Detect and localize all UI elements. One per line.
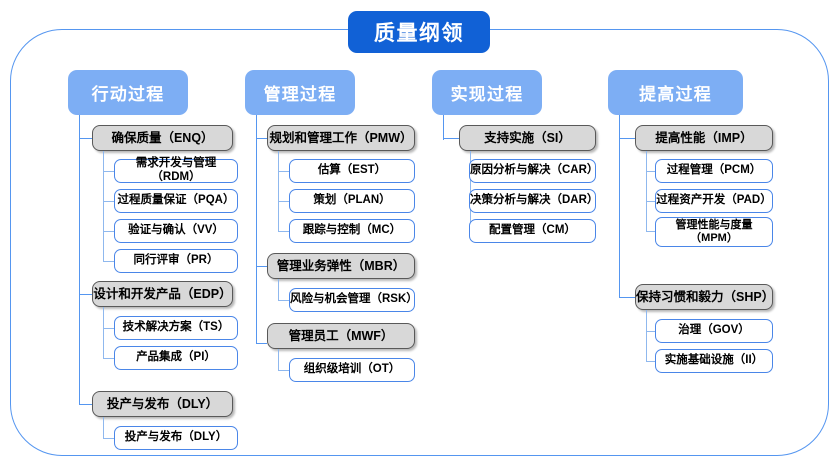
- connector-stub-0-0-3: [103, 261, 114, 263]
- connector-stub-0-0-0: [103, 171, 114, 173]
- leaf-box-3-1-1[interactable]: 实施基础设施（II）: [655, 349, 773, 373]
- connector-stub-3-1-0: [646, 331, 657, 333]
- leaf-box-3-1-0[interactable]: 治理（GOV）: [655, 319, 773, 343]
- leaf-box-1-0-2[interactable]: 跟踪与控制（MC）: [289, 219, 415, 243]
- column-header-3[interactable]: 提高过程: [608, 70, 743, 115]
- leaf-box-0-1-0[interactable]: 技术解决方案（TS）: [114, 316, 238, 340]
- category-box-1-0[interactable]: 规划和管理工作（PMW）: [267, 125, 415, 151]
- connector-stub-3-0-2: [646, 231, 657, 233]
- connector-spine-0-2: [103, 417, 105, 439]
- connector-spine-0-0-ext: [103, 236, 105, 262]
- leaf-box-3-0-1[interactable]: 过程资产开发（PAD）: [655, 189, 773, 213]
- column-header-0[interactable]: 行动过程: [68, 70, 188, 115]
- leaf-box-0-0-2[interactable]: 验证与确认（VV）: [114, 219, 238, 243]
- connector-spine-1-1: [278, 279, 280, 301]
- column-header-1[interactable]: 管理过程: [245, 70, 355, 115]
- leaf-box-2-0-2[interactable]: 配置管理（CM）: [469, 219, 596, 243]
- connector-stub-1-0-1: [278, 201, 289, 203]
- leaf-box-0-0-3[interactable]: 同行评审（PR）: [114, 249, 238, 273]
- leaf-box-0-2-0[interactable]: 投产与发布（DLY）: [114, 426, 238, 450]
- leaf-box-1-0-0[interactable]: 估算（EST）: [289, 159, 415, 183]
- leaf-box-0-0-1[interactable]: 过程质量保证（PQA）: [114, 189, 238, 213]
- connector-spine-0-1: [103, 307, 105, 359]
- connector-spine-0-0: [103, 151, 105, 236]
- connector-spine-col2: [443, 115, 445, 140]
- connector-stub-1-0-0: [278, 171, 289, 173]
- connector-spine-1-0: [278, 151, 280, 231]
- leaf-box-2-0-1[interactable]: 决策分析与解决（DAR）: [469, 189, 598, 213]
- root-title-node: 质量纲领: [348, 11, 490, 53]
- connector-stub-1-1-0: [278, 300, 289, 302]
- connector-spine-col0: [79, 115, 81, 404]
- category-box-3-1[interactable]: 保持习惯和毅力（SHP）: [635, 284, 774, 310]
- leaf-box-1-1-0[interactable]: 风险与机会管理（RSK）: [289, 288, 418, 312]
- leaf-box-2-0-0[interactable]: 原因分析与解决（CAR）: [469, 159, 598, 183]
- connector-stub-0-2-0: [103, 438, 114, 440]
- leaf-box-0-0-0[interactable]: 需求开发与管理（RDM）: [114, 157, 238, 183]
- connector-stub-col3-g0: [619, 138, 635, 140]
- category-box-2-0[interactable]: 支持实施（SI）: [459, 125, 596, 151]
- connector-stub-1-0-2: [278, 231, 289, 233]
- leaf-box-1-0-1[interactable]: 策划（PLAN）: [289, 189, 415, 213]
- category-box-1-1[interactable]: 管理业务弹性（MBR）: [267, 253, 415, 279]
- connector-stub-col1-g2: [256, 343, 267, 345]
- connector-stub-0-0-2: [103, 231, 114, 233]
- category-box-0-1[interactable]: 设计和开发产品（EDP）: [92, 281, 233, 307]
- category-box-0-2[interactable]: 投产与发布（DLY）: [92, 391, 233, 417]
- connector-stub-col0-g2: [79, 404, 92, 406]
- connector-stub-3-0-1: [646, 201, 657, 203]
- connector-stub-col0-g0: [79, 138, 92, 140]
- connector-stub-col1-g1: [256, 266, 267, 268]
- category-box-0-0[interactable]: 确保质量（ENQ）: [92, 125, 233, 151]
- column-header-2[interactable]: 实现过程: [432, 70, 542, 115]
- connector-stub-3-0-0: [646, 171, 657, 173]
- connector-spine-col1: [256, 115, 258, 343]
- connector-spine-col3: [619, 115, 621, 297]
- connector-stub-3-1-1: [646, 361, 657, 363]
- connector-stub-1-2-0: [278, 370, 289, 372]
- connector-stub-0-1-0: [103, 328, 114, 330]
- connector-stub-col3-g1: [619, 297, 635, 299]
- connector-stub-0-1-1: [103, 358, 114, 360]
- connector-stub-col2-g0: [443, 138, 459, 140]
- connector-stub-col0-g1: [79, 294, 92, 296]
- connector-spine-3-0: [646, 151, 648, 231]
- connector-stub-0-0-1: [103, 201, 114, 203]
- leaf-box-1-2-0[interactable]: 组织级培训（OT）: [289, 358, 415, 382]
- category-box-1-2[interactable]: 管理员工（MWF）: [267, 323, 415, 349]
- leaf-box-0-1-1[interactable]: 产品集成（PI）: [114, 346, 238, 370]
- leaf-box-3-0-0[interactable]: 过程管理（PCM）: [655, 159, 773, 183]
- leaf-box-3-0-2[interactable]: 管理性能与度量 （MPM）: [655, 217, 773, 247]
- connector-spine-3-1: [646, 310, 648, 362]
- connector-stub-col1-g0: [256, 138, 267, 140]
- category-box-3-0[interactable]: 提高性能（IMP）: [635, 125, 773, 151]
- connector-spine-1-2: [278, 349, 280, 371]
